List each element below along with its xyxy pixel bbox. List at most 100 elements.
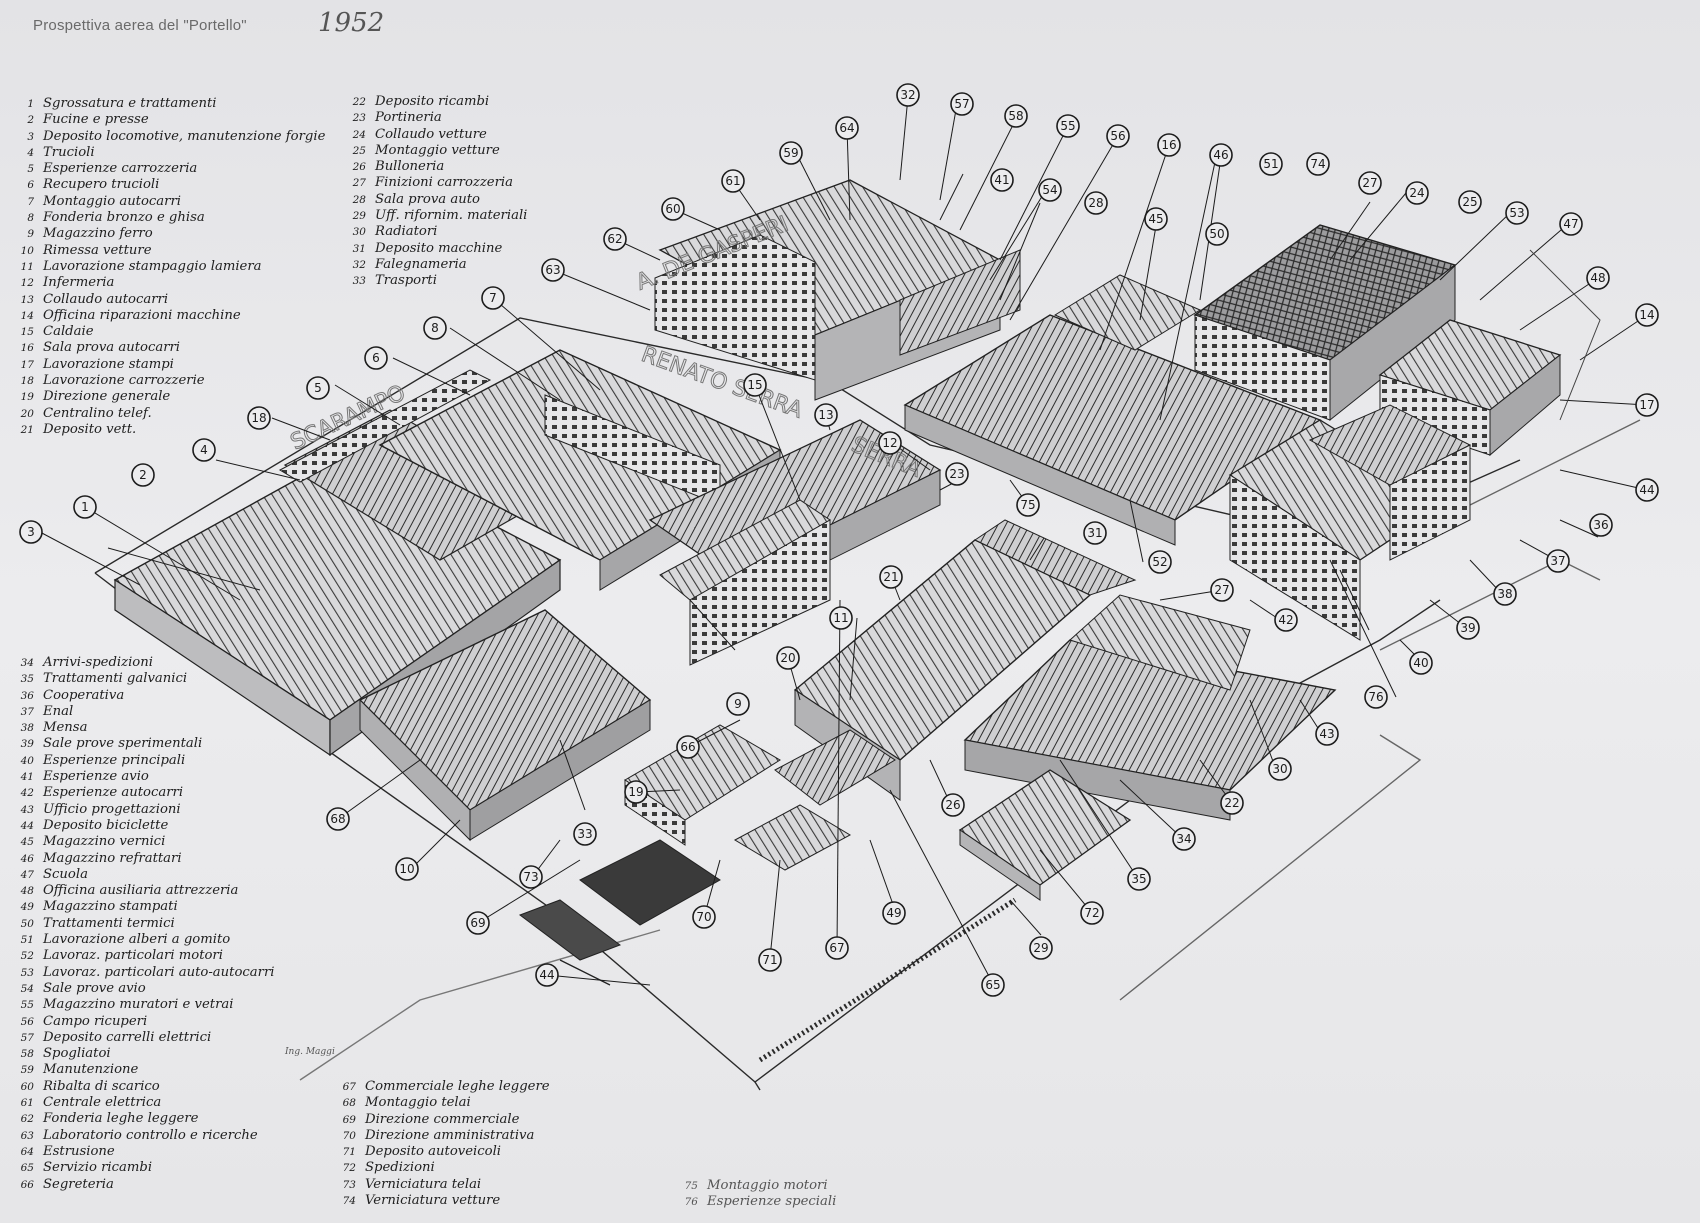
callout-52[interactable]: 52: [1148, 550, 1172, 574]
callout-1[interactable]: 1: [73, 495, 97, 519]
callout-70[interactable]: 70: [692, 905, 716, 929]
callout-8[interactable]: 8: [423, 316, 447, 340]
callout-37[interactable]: 37: [1546, 549, 1570, 573]
callout-7[interactable]: 7: [481, 286, 505, 310]
callout-36[interactable]: 36: [1589, 513, 1613, 537]
callout-45[interactable]: 45: [1144, 207, 1168, 231]
callout-58[interactable]: 58: [1004, 104, 1028, 128]
callout-72[interactable]: 72: [1080, 901, 1104, 925]
callout-13[interactable]: 13: [814, 403, 838, 427]
svg-text:4: 4: [200, 443, 208, 457]
callout-44b[interactable]: 44: [535, 963, 559, 987]
callout-62[interactable]: 62: [603, 227, 627, 251]
callout-17[interactable]: 17: [1635, 393, 1659, 417]
legend-text: Ribalta di scarico: [43, 1078, 160, 1094]
callout-2[interactable]: 2: [131, 463, 155, 487]
callout-41[interactable]: 41: [990, 168, 1014, 192]
callout-42[interactable]: 42: [1274, 608, 1298, 632]
callout-22[interactable]: 22: [1220, 791, 1244, 815]
callout-39[interactable]: 39: [1456, 616, 1480, 640]
callout-60[interactable]: 60: [661, 197, 685, 221]
callout-35[interactable]: 35: [1127, 867, 1151, 891]
callout-61[interactable]: 61: [721, 169, 745, 193]
callout-9[interactable]: 9: [726, 692, 750, 716]
callout-15[interactable]: 15: [743, 373, 767, 397]
callout-16[interactable]: 16: [1157, 133, 1181, 157]
callout-54[interactable]: 54: [1038, 178, 1062, 202]
legend-number: 76: [684, 1196, 698, 1209]
callout-51[interactable]: 51: [1259, 152, 1283, 176]
callout-76[interactable]: 76: [1364, 685, 1388, 709]
svg-text:3: 3: [27, 525, 35, 539]
legend-text: Laboratorio controllo e ricerche: [43, 1127, 258, 1143]
callout-4[interactable]: 4: [192, 438, 216, 462]
callout-20[interactable]: 20: [776, 646, 800, 670]
callout-5[interactable]: 5: [306, 376, 330, 400]
callout-73[interactable]: 73: [519, 865, 543, 889]
svg-text:20: 20: [780, 651, 795, 665]
callout-21[interactable]: 21: [879, 565, 903, 589]
callout-27[interactable]: 27: [1210, 578, 1234, 602]
legend-number: 70: [342, 1129, 356, 1142]
callout-34[interactable]: 34: [1172, 827, 1196, 851]
callout-18[interactable]: 18: [247, 406, 271, 430]
callout-53[interactable]: 53: [1505, 201, 1529, 225]
callout-48[interactable]: 48: [1586, 266, 1610, 290]
svg-text:66: 66: [680, 740, 695, 754]
callout-68[interactable]: 68: [326, 807, 350, 831]
callout-49[interactable]: 49: [882, 901, 906, 925]
legend-number: 21: [20, 423, 34, 436]
svg-text:24: 24: [1409, 186, 1424, 200]
callout-67[interactable]: 67: [825, 936, 849, 960]
legend-text: Fucine e presse: [43, 112, 149, 128]
callout-26[interactable]: 26: [941, 793, 965, 817]
callout-12[interactable]: 12: [878, 431, 902, 455]
legend-number: 58: [20, 1048, 34, 1061]
callout-27b[interactable]: 27: [1358, 171, 1382, 195]
callout-38[interactable]: 38: [1493, 582, 1517, 606]
callout-56[interactable]: 56: [1106, 124, 1130, 148]
callout-32[interactable]: 32: [896, 83, 920, 107]
callout-28[interactable]: 28: [1084, 191, 1108, 215]
callout-25[interactable]: 25: [1458, 190, 1482, 214]
callout-63[interactable]: 63: [541, 258, 565, 282]
callout-24[interactable]: 24: [1405, 181, 1429, 205]
callout-46[interactable]: 46: [1209, 143, 1233, 167]
callout-57[interactable]: 57: [950, 92, 974, 116]
callout-43[interactable]: 43: [1315, 722, 1339, 746]
artist-signature: Ing. Maggi: [284, 1047, 335, 1057]
callout-10[interactable]: 10: [395, 857, 419, 881]
callout-74[interactable]: 74: [1306, 152, 1330, 176]
callout-66[interactable]: 66: [676, 735, 700, 759]
callout-31[interactable]: 31: [1083, 521, 1107, 545]
callout-19[interactable]: 19: [624, 780, 648, 804]
callout-69[interactable]: 69: [466, 911, 490, 935]
callout-14[interactable]: 14: [1635, 303, 1659, 327]
callout-40[interactable]: 40: [1409, 651, 1433, 675]
callout-33[interactable]: 33: [573, 822, 597, 846]
callout-65[interactable]: 65: [981, 973, 1005, 997]
callout-47[interactable]: 47: [1559, 212, 1583, 236]
callout-64[interactable]: 64: [835, 116, 859, 140]
callout-29[interactable]: 29: [1029, 936, 1053, 960]
callout-55[interactable]: 55: [1056, 114, 1080, 138]
svg-text:44: 44: [1639, 483, 1654, 497]
callout-71[interactable]: 71: [758, 948, 782, 972]
legend-number: 26: [352, 161, 366, 174]
callout-6[interactable]: 6: [364, 346, 388, 370]
callout-59[interactable]: 59: [779, 141, 803, 165]
callout-44[interactable]: 44: [1635, 478, 1659, 502]
callout-75[interactable]: 75: [1016, 493, 1040, 517]
callout-50[interactable]: 50: [1205, 222, 1229, 246]
legend-number: 37: [20, 705, 34, 718]
callout-11[interactable]: 11: [829, 606, 853, 630]
callout-23[interactable]: 23: [945, 462, 969, 486]
block-bottom-front: [518, 899, 622, 986]
callout-3[interactable]: 3: [19, 520, 43, 544]
callout-30[interactable]: 30: [1268, 757, 1292, 781]
legend-text: Fonderia leghe leggere: [43, 1111, 199, 1127]
